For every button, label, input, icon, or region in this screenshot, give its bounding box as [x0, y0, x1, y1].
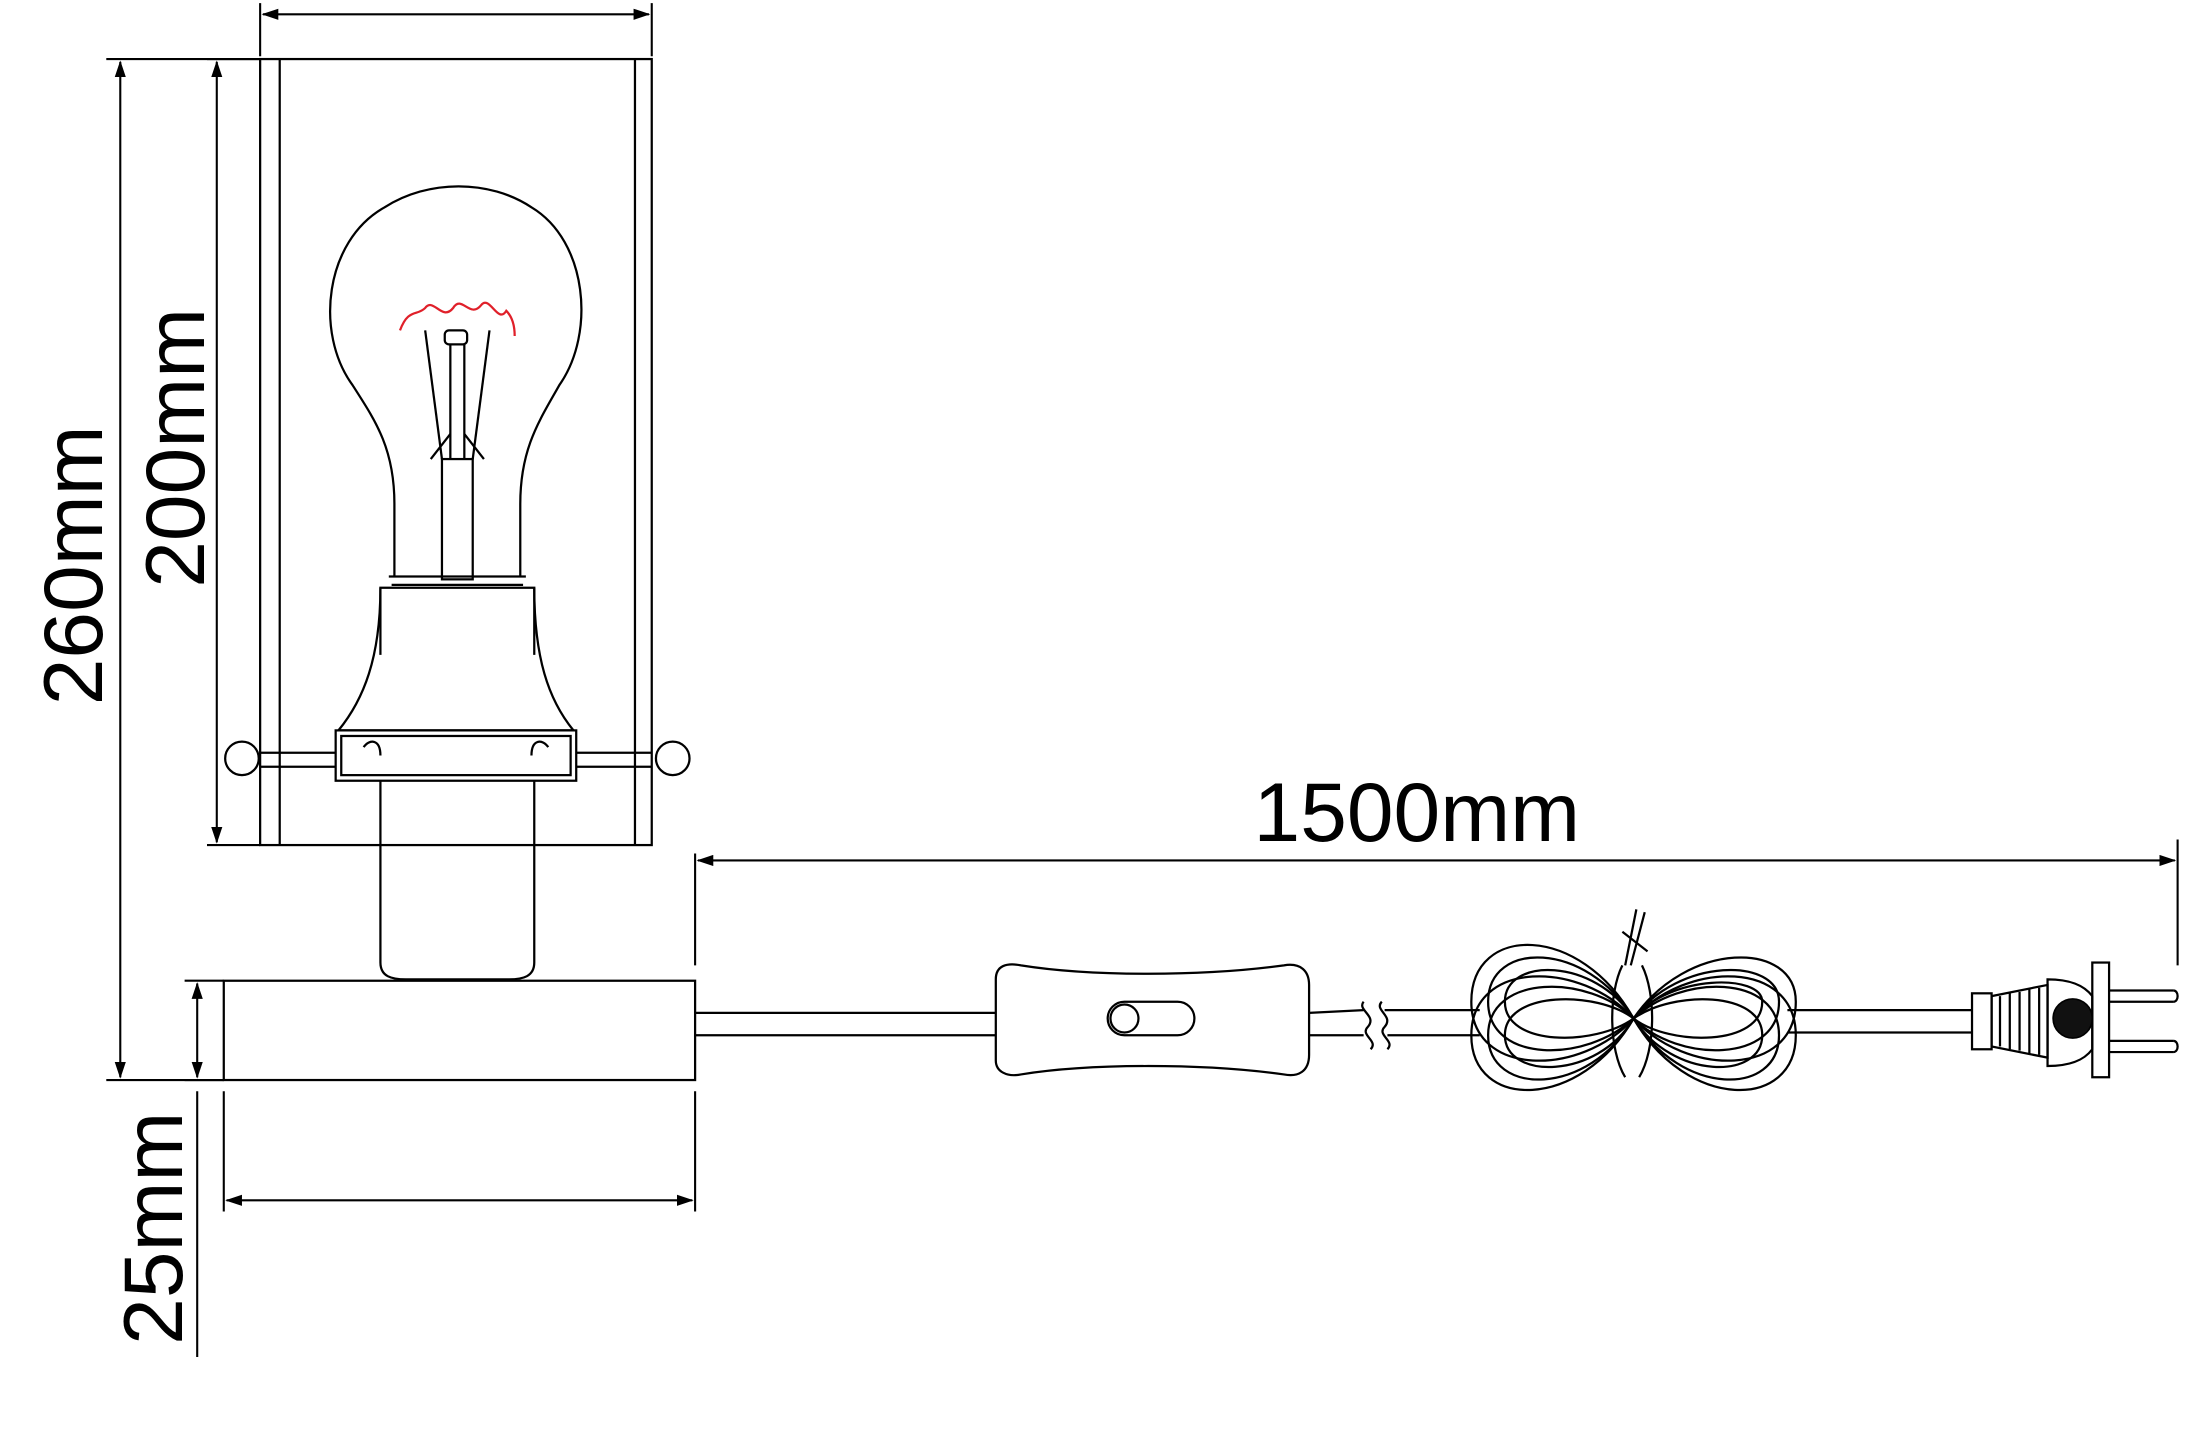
bulb-icon — [329, 185, 583, 587]
plug-icon — [1970, 961, 2179, 1079]
power-cable — [695, 1000, 1973, 1051]
lamp-shade-frame — [224, 57, 691, 847]
lamp-socket — [334, 586, 578, 981]
cable-length-label: 1500mm — [1254, 765, 1580, 859]
lamp-base — [222, 979, 697, 1082]
shade-width-dimension — [259, 3, 653, 57]
total-height-label: 260mm — [26, 425, 120, 705]
switch-icon — [994, 963, 1311, 1077]
cable-length-dimension — [694, 839, 2179, 966]
cable-coil-icon — [1470, 909, 1797, 1091]
base-height-dimension — [184, 979, 224, 1357]
base-height-label: 25mm — [106, 1112, 200, 1345]
plug-grip-icon — [2052, 998, 2094, 1039]
shade-height-label: 200mm — [128, 308, 222, 588]
base-width-dimension — [222, 1091, 697, 1212]
filament-icon — [398, 301, 516, 336]
shade-height-dimension — [206, 58, 261, 847]
